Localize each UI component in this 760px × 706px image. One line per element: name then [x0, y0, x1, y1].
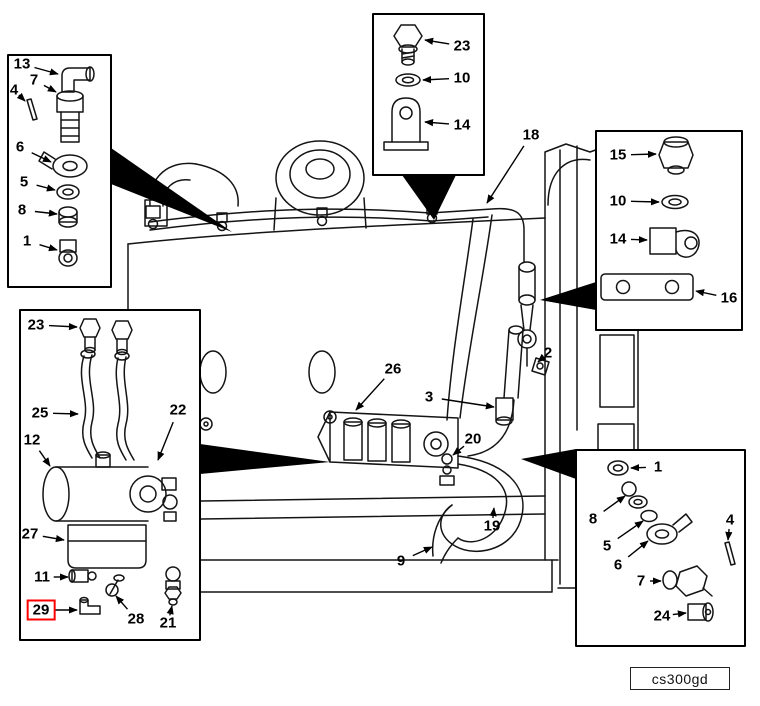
part-label-14: 14 — [609, 230, 627, 248]
part-label-1: 1 — [653, 458, 663, 476]
part-label-21: 21 — [159, 614, 177, 632]
part-label-18: 18 — [522, 126, 540, 144]
part-label-15: 15 — [609, 146, 627, 164]
part-label-19: 19 — [483, 517, 501, 535]
part-label-13: 13 — [13, 55, 31, 73]
part-label-4: 4 — [725, 511, 735, 529]
part-label-24: 24 — [653, 607, 671, 625]
part-label-29-highlighted: 29 — [26, 599, 56, 621]
part-label-5: 5 — [602, 537, 612, 555]
part-label-22: 22 — [169, 401, 187, 419]
part-label-10: 10 — [453, 69, 471, 87]
part-label-20: 20 — [464, 430, 482, 448]
part-label-8: 8 — [17, 201, 27, 219]
part-label-16: 16 — [720, 289, 738, 307]
part-label-7: 7 — [636, 572, 646, 590]
part-label-28: 28 — [127, 610, 145, 628]
part-label-6: 6 — [613, 556, 623, 574]
part-label-7: 7 — [29, 71, 39, 89]
part-label-27: 27 — [21, 525, 39, 543]
part-label-6: 6 — [15, 138, 25, 156]
part-label-23: 23 — [453, 37, 471, 55]
part-label-25: 25 — [31, 404, 49, 422]
part-label-12: 12 — [23, 431, 41, 449]
figure-code: cs300gd — [651, 670, 709, 687]
part-label-26: 26 — [384, 360, 402, 378]
part-label-5: 5 — [19, 173, 29, 191]
part-label-11: 11 — [34, 568, 50, 586]
part-label-4: 4 — [9, 81, 19, 99]
part-label-14: 14 — [453, 116, 471, 134]
part-label-1: 1 — [22, 232, 32, 250]
part-label-8: 8 — [588, 510, 598, 528]
part-label-10: 10 — [609, 192, 627, 210]
part-label-23: 23 — [27, 316, 45, 334]
part-label-9: 9 — [396, 552, 406, 570]
figure-code-box: cs300gd — [630, 667, 730, 690]
part-label-2: 2 — [543, 344, 553, 362]
part-label-3: 3 — [424, 388, 434, 406]
